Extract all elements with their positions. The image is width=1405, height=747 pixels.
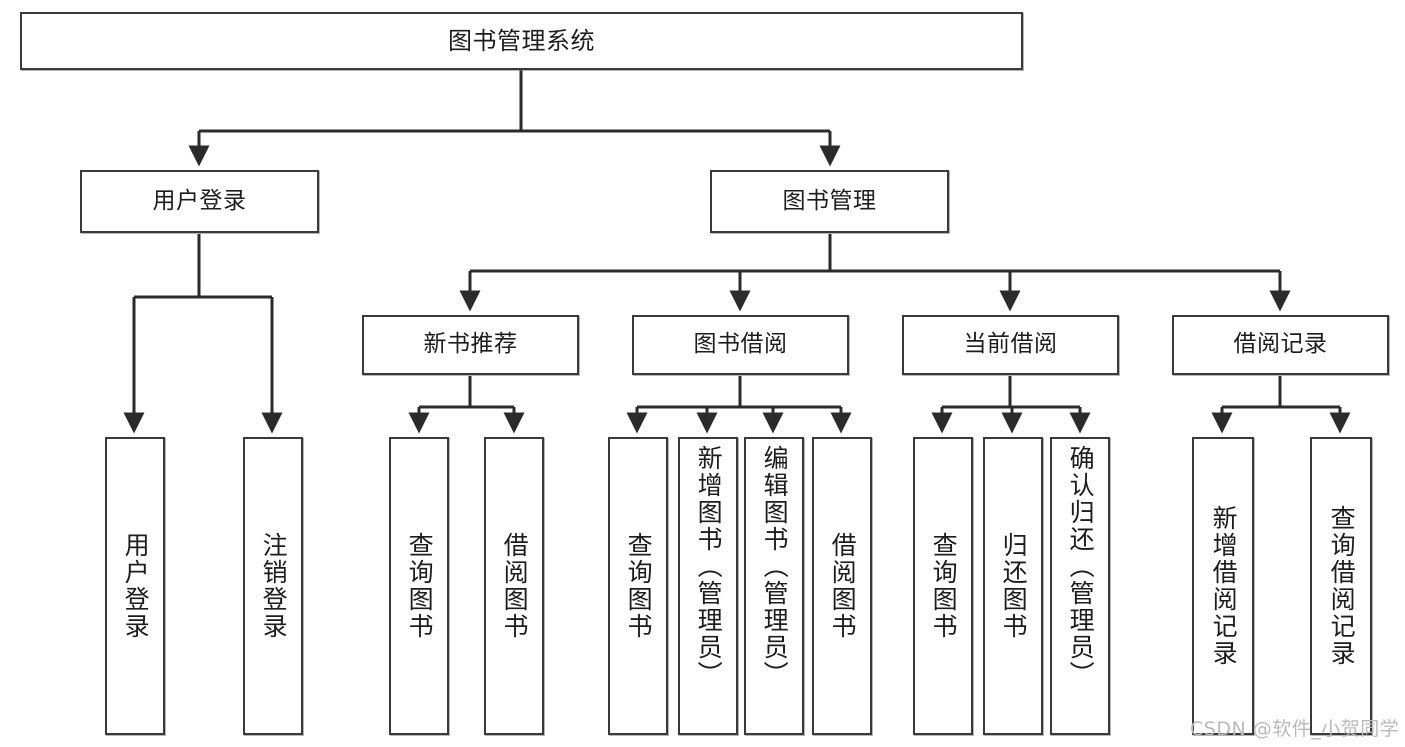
leaf-query-book-borrow[interactable]: 查询图书 (608, 437, 668, 735)
node-label: 当前借阅 (963, 331, 1058, 358)
node-current-borrowing[interactable]: 当前借阅 (902, 315, 1119, 375)
node-label: 图书管理 (782, 187, 877, 214)
node-label: 图书管理系统 (448, 26, 595, 55)
node-book-borrowing[interactable]: 图书借阅 (632, 315, 849, 375)
node-label: 图书借阅 (693, 331, 788, 358)
node-user-login[interactable]: 用户登录 (80, 170, 319, 233)
leaf-edit-book-admin[interactable]: 编辑图书（管理员） (744, 437, 804, 735)
leaf-return-book[interactable]: 归还图书 (983, 437, 1043, 735)
node-label: 新增借阅记录 (1209, 505, 1239, 667)
node-label: 归还图书 (999, 532, 1029, 640)
node-label: 查询图书 (624, 532, 654, 640)
leaf-query-book-current[interactable]: 查询图书 (913, 437, 973, 735)
node-label: 查询图书 (929, 532, 959, 640)
leaf-user-login[interactable]: 用户登录 (105, 437, 165, 735)
node-book-management[interactable]: 图书管理 (710, 170, 949, 233)
node-label: 借阅图书 (828, 532, 858, 640)
leaf-borrow-book-new-recommend[interactable]: 借阅图书 (484, 437, 544, 735)
node-label: 借阅记录 (1233, 331, 1328, 358)
leaf-query-book-new-recommend[interactable]: 查询图书 (389, 437, 449, 735)
csdn-watermark: CSDN @软件_小贺同学 (1190, 718, 1400, 740)
node-label: 用户登录 (152, 187, 247, 214)
node-label: 编辑图书（管理员） (760, 445, 790, 688)
node-new-book-recommendation[interactable]: 新书推荐 (362, 315, 579, 375)
leaf-add-book-admin[interactable]: 新增图书（管理员） (678, 437, 738, 735)
node-label: 用户登录 (121, 532, 151, 640)
node-root-book-management-system[interactable]: 图书管理系统 (20, 12, 1023, 70)
node-label: 查询借阅记录 (1327, 505, 1357, 667)
leaf-query-borrow-record[interactable]: 查询借阅记录 (1310, 437, 1372, 735)
node-label: 注销登录 (259, 532, 289, 640)
node-label: 查询图书 (405, 532, 435, 640)
node-label: 确认归还（管理员） (1066, 445, 1096, 688)
node-borrowing-record[interactable]: 借阅记录 (1172, 315, 1389, 375)
leaf-confirm-return-admin[interactable]: 确认归还（管理员） (1050, 437, 1110, 735)
leaf-add-borrow-record[interactable]: 新增借阅记录 (1192, 437, 1254, 735)
leaf-logout[interactable]: 注销登录 (243, 437, 303, 735)
node-label: 新书推荐 (423, 331, 518, 358)
node-label: 借阅图书 (500, 532, 530, 640)
leaf-borrow-book[interactable]: 借阅图书 (812, 437, 872, 735)
node-label: 新增图书（管理员） (694, 445, 724, 688)
